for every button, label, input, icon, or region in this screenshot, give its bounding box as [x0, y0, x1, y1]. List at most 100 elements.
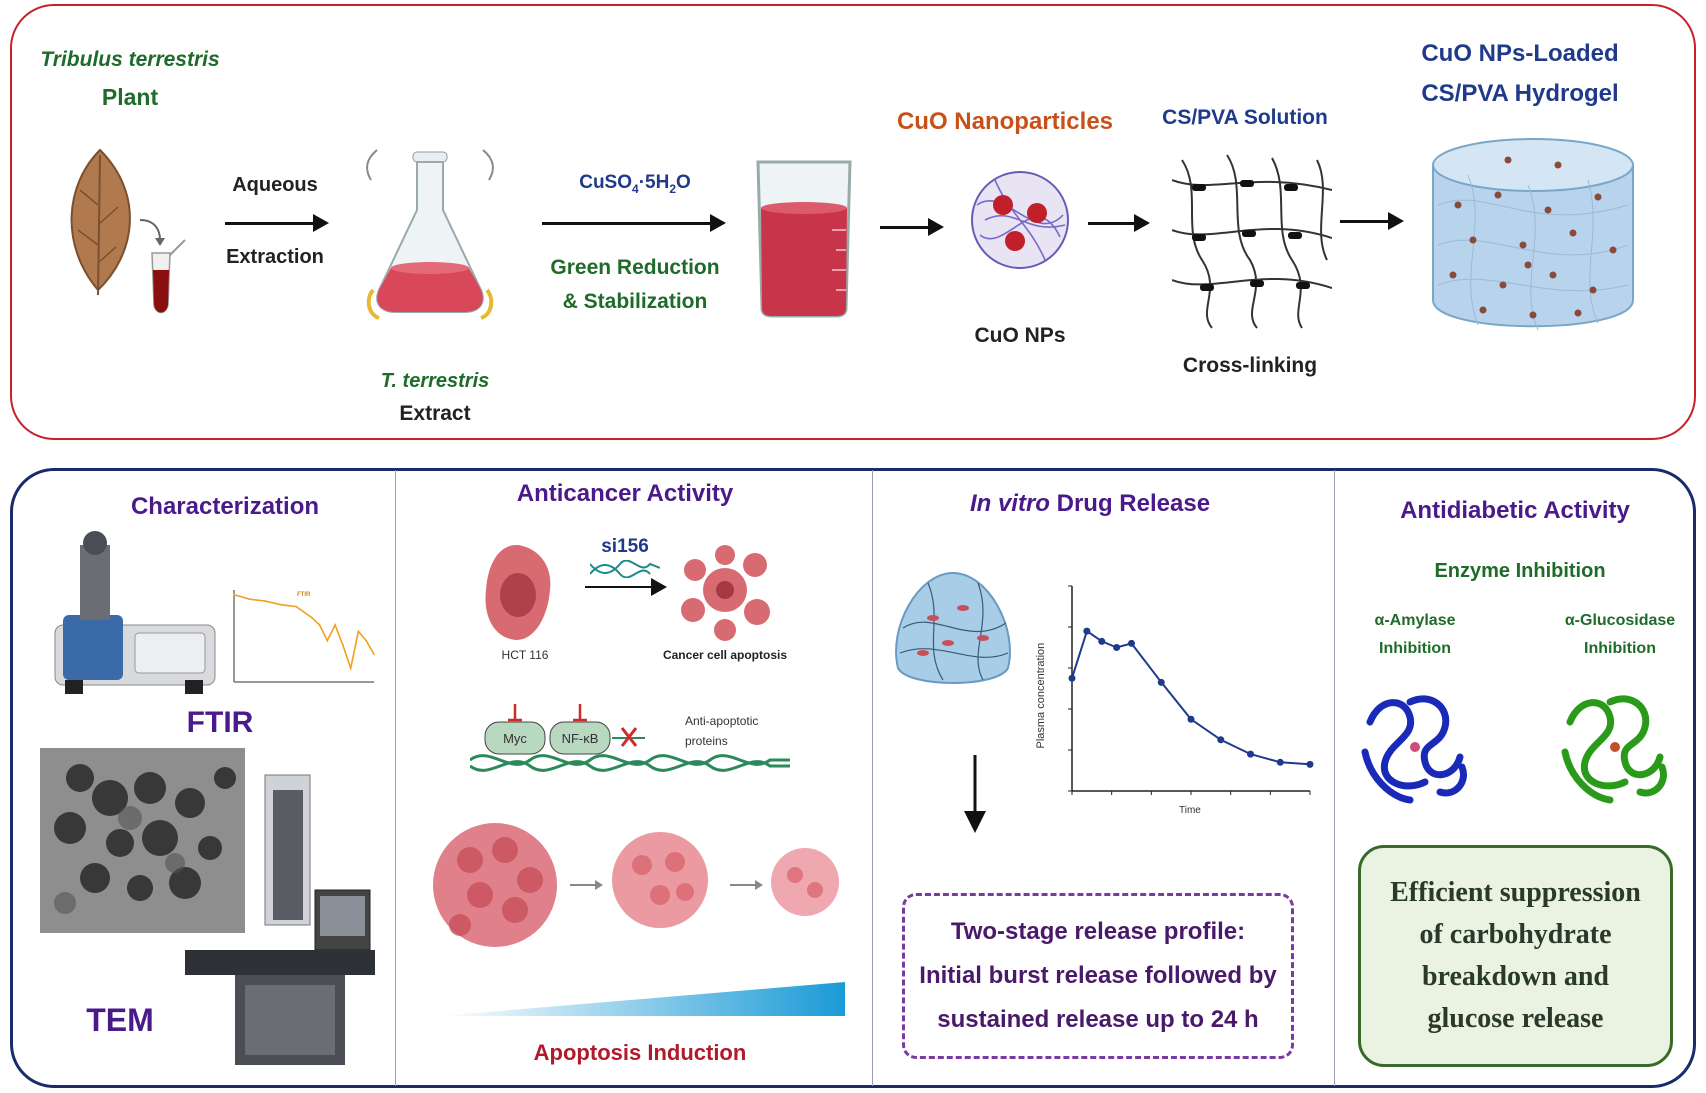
plant-species-label: Tribulus terrestris — [40, 48, 220, 71]
tem-microscope-icon — [185, 774, 375, 1065]
aqueous-label: Aqueous — [232, 174, 318, 196]
apoptotic-cell-icon — [681, 545, 770, 641]
beaker-icon — [756, 160, 852, 318]
ftir-point — [248, 598, 251, 600]
apoptosis-progression-icon — [433, 823, 839, 947]
gene-pathway-icon — [470, 704, 790, 772]
antidiabetic-title: Antidiabetic Activity — [1400, 497, 1630, 524]
myc-label: Myc — [503, 731, 527, 746]
release-point — [1306, 760, 1314, 768]
antidiabetic-box-line4: glucose release — [1427, 1003, 1604, 1034]
sirna-helix-icon — [590, 560, 660, 578]
green-reduction-label: Green Reduction — [550, 256, 720, 279]
release-box-line1: Two-stage release profile: — [950, 918, 1246, 945]
nanoparticle-icon — [971, 171, 1069, 269]
ftir-point — [326, 639, 329, 642]
crosslinking-label: Cross-linking — [1182, 354, 1318, 377]
hydrogel-icon — [1432, 138, 1634, 331]
antidiabetic-box-line1: Efficient suppression — [1390, 877, 1641, 908]
enzyme-inhibition-label: Enzyme Inhibition — [1434, 560, 1606, 582]
crosslink-network-icon — [1172, 154, 1332, 329]
solution-title: CS/PVA Solution — [1162, 106, 1328, 129]
tem-image — [40, 748, 245, 933]
ftir-instrument-icon — [54, 531, 216, 694]
extract-label: Extract — [399, 402, 471, 425]
anticancer-title: Anticancer Activity — [516, 480, 734, 507]
plant-label: Plant — [101, 84, 159, 110]
cancer-apoptosis-label: Cancer cell apoptosis — [662, 648, 788, 662]
np-to-solution-arrow — [1088, 214, 1150, 232]
divider-1 — [395, 470, 396, 1086]
release-point — [1098, 637, 1106, 645]
extraction-label: Extraction — [226, 246, 324, 268]
cuo-nps-label: CuO NPs — [974, 324, 1066, 347]
ftir-point — [334, 624, 336, 626]
reduction-arrow — [542, 214, 726, 232]
release-point — [1157, 678, 1165, 686]
extraction-arrow — [225, 214, 329, 232]
ftir-point — [357, 630, 360, 633]
hct116-cell-icon — [485, 544, 551, 640]
release-point — [1113, 644, 1121, 651]
ftir-spectrum-line — [233, 593, 375, 672]
ftir-point — [365, 639, 368, 642]
antidiabetic-box-line2: of carbohydrate — [1419, 919, 1612, 950]
release-point — [1247, 750, 1254, 758]
apoptosis-gradient-wedge — [440, 982, 845, 1016]
stabilization-label: & Stabilization — [562, 290, 708, 313]
nanoparticles-title: CuO Nanoparticles — [896, 108, 1114, 135]
ftir-point — [264, 600, 266, 602]
ftir-point — [349, 667, 352, 669]
ftir-point — [279, 603, 282, 606]
divider-3 — [1334, 470, 1335, 1086]
leaf-icon — [70, 148, 186, 314]
ftir-chart: FTIR — [233, 590, 375, 683]
hydrogel-title-line1: CuO NPs-Loaded — [1421, 40, 1619, 67]
apoptosis-induction-label: Apoptosis Induction — [533, 1040, 747, 1065]
characterization-title: Characterization — [130, 493, 320, 520]
beaker-to-np-arrow — [880, 218, 944, 236]
amylase-protein-icon — [1361, 695, 1467, 804]
applications-panel — [10, 468, 1696, 1088]
sirna-label: si156 — [601, 536, 649, 557]
divider-2 — [872, 470, 873, 1086]
release-point — [1068, 674, 1076, 682]
extract-species-label: T. terrestris — [380, 370, 490, 392]
ftir-point — [233, 593, 235, 596]
ftir-point — [342, 644, 344, 646]
release-point — [1083, 627, 1091, 635]
release-title: In vitro Drug Release — [969, 490, 1211, 517]
hydrogel-title-line2: CS/PVA Hydrogel — [1421, 80, 1619, 107]
reagent-label: CuSO4·5H2O — [579, 172, 691, 196]
release-x-label: Time — [1179, 805, 1201, 816]
amylase-label-line2: Inhibition — [1379, 640, 1451, 657]
antidiabetic-box-line3: breakdown and — [1421, 961, 1609, 992]
glucosidase-label-line1: α-Glucosidase — [1564, 612, 1676, 629]
glucosidase-label-line2: Inhibition — [1584, 640, 1656, 657]
nfkb-label: NF-κB — [561, 731, 599, 746]
cell-line-label: HCT 116 — [501, 648, 549, 662]
ftir-point — [373, 653, 375, 656]
release-y-label: Plasma concentration — [1035, 643, 1047, 749]
flask-icon — [366, 149, 494, 320]
solution-to-hydrogel-arrow — [1340, 212, 1404, 230]
hydrogel-dome-icon — [895, 571, 1011, 684]
sirna-arrow — [585, 578, 667, 596]
ftir-label: FTIR — [186, 706, 254, 739]
ftir-chart-title: FTIR — [297, 592, 311, 598]
release-box-line2: Initial burst release followed by — [919, 962, 1277, 989]
down-arrow-icon — [964, 755, 986, 833]
release-point — [1276, 758, 1284, 766]
release-box-line3: sustained release up to 24 h — [937, 1006, 1259, 1033]
anti-apoptotic-label-line2: proteins — [685, 734, 728, 748]
release-point — [1217, 736, 1225, 744]
antidiabetic-summary-box: Efficient suppression of carbohydrate br… — [1358, 845, 1673, 1067]
release-point — [1128, 639, 1135, 647]
ftir-point — [318, 624, 321, 626]
ftir-point — [295, 605, 298, 608]
ftir-point — [310, 616, 313, 619]
release-profile-box: Two-stage release profile: Initial burst… — [902, 893, 1294, 1059]
release-curve — [1071, 629, 1311, 766]
amylase-label-line1: α-Amylase — [1374, 612, 1456, 629]
